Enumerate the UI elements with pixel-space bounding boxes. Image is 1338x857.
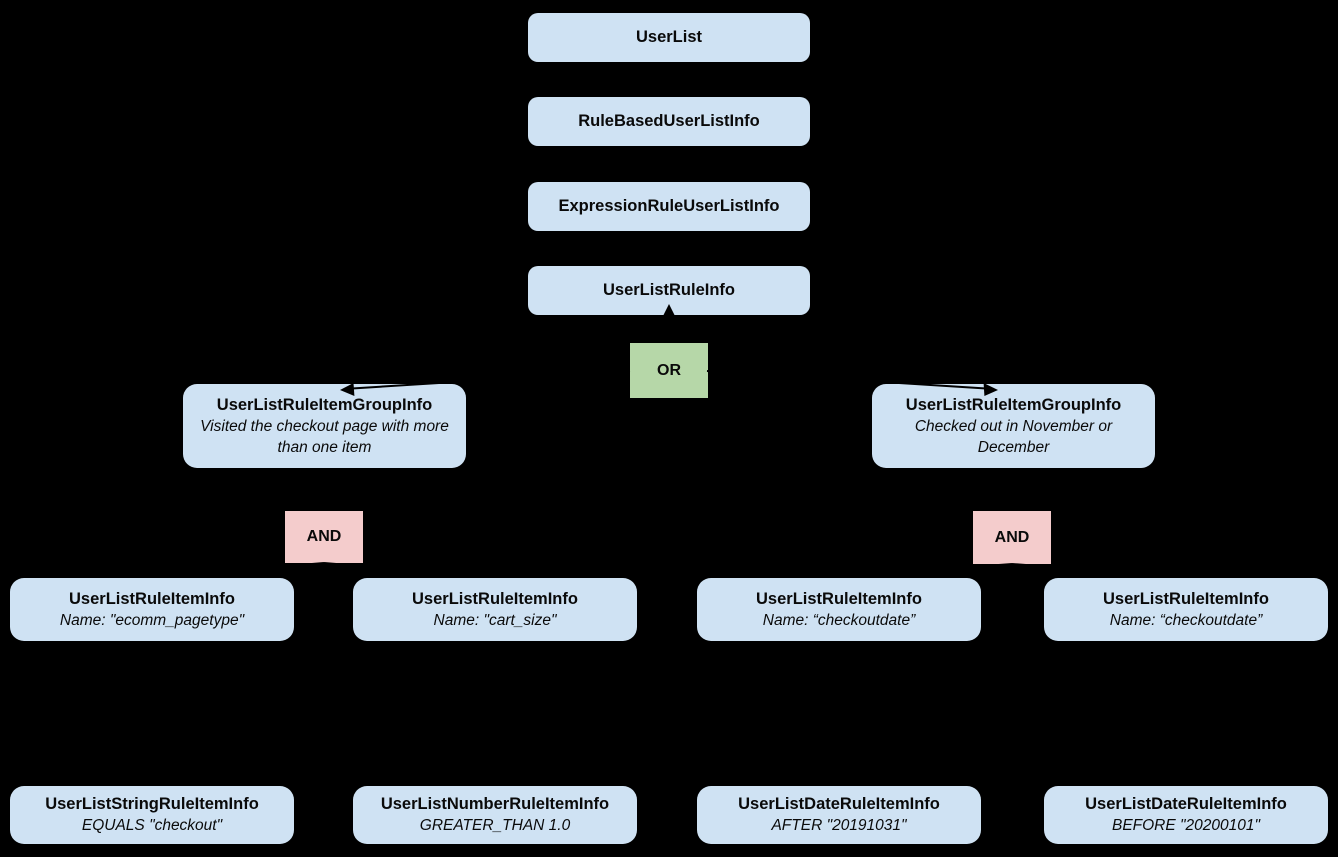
node-ruleitem-4: UserListRuleItemInfo Name: “checkoutdate… xyxy=(1044,578,1328,641)
node-description: Name: “checkoutdate” xyxy=(1109,611,1263,629)
node-title: UserListRuleItemInfo xyxy=(412,589,578,608)
node-title: UserListDateRuleItemInfo xyxy=(1085,795,1287,813)
node-ruleitem-1: UserListRuleItemInfo Name: "ecomm_pagety… xyxy=(10,578,294,641)
node-title: UserListNumberRuleItemInfo xyxy=(380,795,610,813)
node-label: UserList xyxy=(635,28,703,46)
node-dateruleitem-before: UserListDateRuleItemInfo BEFORE "2020010… xyxy=(1044,786,1328,844)
node-title: UserListRuleItemInfo xyxy=(756,589,922,608)
node-description: GREATER_THAN 1.0 xyxy=(419,817,571,834)
node-title: UserListRuleItemGroupInfo xyxy=(905,395,1122,414)
node-label: RuleBasedUserListInfo xyxy=(578,112,760,130)
node-title: UserListRuleItemGroupInfo xyxy=(216,395,433,414)
node-description: Name: "cart_size" xyxy=(433,611,557,629)
node-title: UserListRuleItemInfo xyxy=(1103,589,1269,608)
node-title: UserListDateRuleItemInfo xyxy=(738,795,940,813)
node-stringruleitem: UserListStringRuleItemInfo EQUALS "check… xyxy=(10,786,294,844)
node-description: Name: "ecomm_pagetype" xyxy=(59,611,245,629)
connector xyxy=(151,562,325,578)
and-operator-box-right: AND xyxy=(973,511,1051,564)
node-description: Checked out in November or December xyxy=(914,417,1113,456)
node-rulebaseduserlistinfo: RuleBasedUserListInfo xyxy=(528,97,810,146)
node-description: BEFORE "20200101" xyxy=(1111,817,1260,834)
connector xyxy=(1011,563,1187,578)
node-expressionruleuserlistinfo: ExpressionRuleUserListInfo xyxy=(528,182,810,231)
node-ruleitem-2: UserListRuleItemInfo Name: "cart_size" xyxy=(353,578,637,641)
connector xyxy=(838,563,1013,578)
or-operator-label: OR xyxy=(657,361,681,379)
node-ruleitemgroup-right: UserListRuleItemGroupInfo Checked out in… xyxy=(872,384,1155,468)
connector xyxy=(323,562,496,578)
node-label: UserListRuleInfo xyxy=(602,281,736,299)
and-operator-label: AND xyxy=(994,528,1030,546)
node-label: ExpressionRuleUserListInfo xyxy=(558,197,780,215)
node-ruleitem-3: UserListRuleItemInfo Name: “checkoutdate… xyxy=(697,578,981,641)
and-operator-box-left: AND xyxy=(285,511,363,563)
node-userlist: UserList xyxy=(528,13,810,62)
or-operator-box: OR xyxy=(630,343,708,398)
node-description: Name: “checkoutdate” xyxy=(762,611,916,629)
node-dateruleitem-after: UserListDateRuleItemInfo AFTER "20191031… xyxy=(697,786,981,844)
node-userlistruleinfo: UserListRuleInfo xyxy=(528,266,810,315)
node-title: UserListRuleItemInfo xyxy=(69,589,235,608)
node-description: AFTER "20191031" xyxy=(771,817,907,834)
node-description: EQUALS "checkout" xyxy=(81,817,223,834)
node-ruleitemgroup-left: UserListRuleItemGroupInfo Visited the ch… xyxy=(183,384,466,468)
node-description: Visited the checkout page with more than… xyxy=(200,417,449,456)
node-numberruleitem: UserListNumberRuleItemInfo GREATER_THAN … xyxy=(353,786,637,844)
and-operator-label: AND xyxy=(306,528,342,545)
node-title: UserListStringRuleItemInfo xyxy=(45,795,259,813)
